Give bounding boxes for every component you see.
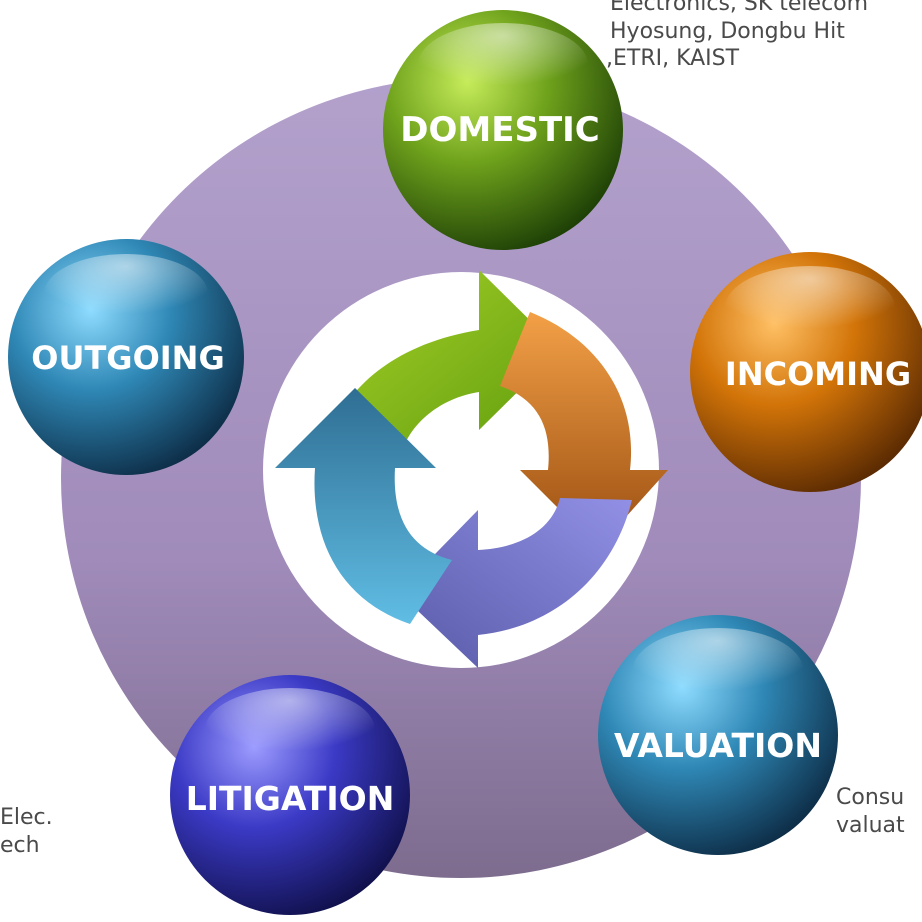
domestic-note-line-3: ,ETRI, KAIST [606,46,740,71]
litigation-note: Elec. ech [0,804,53,859]
sphere-litigation: LITIGATION [170,675,410,915]
valuation-note-line-2: valuat [836,812,905,838]
sphere-domestic: DOMESTIC [383,10,623,250]
litigation-note-line-2: ech [0,832,40,858]
domestic-note-line-1: Electronics, SK telecom [610,0,869,16]
valuation-note-line-1: Consu [836,785,905,810]
valuation-note: Consu valuat [836,784,905,839]
domestic-note-line-2: Hyosung, Dongbu Hit [610,18,845,44]
sphere-label-litigation: LITIGATION [186,779,395,818]
sphere-label-domestic: DOMESTIC [400,110,599,150]
litigation-note-line-1: Elec. [0,805,53,830]
arrow-blue [275,388,452,624]
sphere-valuation: VALUATION [598,615,838,855]
sphere-label-valuation: VALUATION [614,726,822,765]
sphere-outgoing: OUTGOING [8,239,244,475]
cycle-arrows [275,270,668,668]
arrow-purple [398,498,632,668]
arrow-orange [500,312,668,548]
sphere-label-incoming: INCOMING [725,355,911,393]
sphere-label-outgoing: OUTGOING [31,339,224,377]
sphere-incoming: INCOMING [690,252,922,492]
domestic-note: Electronics, SK telecom Hyosung, Dongbu … [606,0,869,73]
